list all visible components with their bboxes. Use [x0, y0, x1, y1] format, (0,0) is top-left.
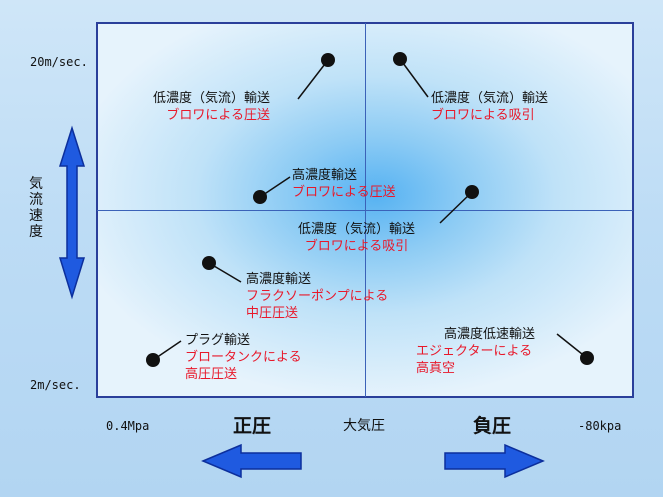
x-axis-left-label: 0.4Mpa	[106, 419, 150, 433]
leader-line-p4	[439, 191, 473, 224]
vertical-double-arrow	[58, 125, 86, 300]
x-axis-center-label: 大気圧	[343, 418, 385, 434]
caption-p6-line1: プラグ輸送	[185, 333, 251, 348]
point-p7	[580, 351, 594, 365]
caption-p1-line1: 低濃度（気流）輸送	[153, 91, 271, 106]
left-arrow	[201, 443, 302, 479]
x-axis-right-label: -80kpa	[578, 419, 622, 433]
caption-p2-line1: 低濃度（気流）輸送	[431, 91, 549, 106]
right-arrow	[444, 443, 545, 479]
caption-p7-line2: エジェクターによる	[416, 344, 533, 359]
caption-p4-line2: ブロワによる吸引	[304, 239, 409, 254]
caption-p3: 高濃度輸送 ブロワによる圧送	[292, 167, 396, 201]
leader-line-p2	[399, 58, 429, 98]
caption-p2: 低濃度（気流）輸送 ブロワによる吸引	[431, 90, 548, 124]
caption-p3-line2: ブロワによる圧送	[292, 185, 396, 200]
negative-pressure-label: 負圧	[473, 415, 512, 437]
y-axis-top-label: 20m/sec.	[30, 55, 88, 69]
caption-p5-line2: フラクソーポンプによる	[246, 289, 389, 304]
horizontal-divider	[97, 210, 633, 211]
caption-p6-line3: 高圧圧送	[185, 367, 238, 382]
point-p3	[253, 190, 267, 204]
point-p5	[202, 256, 216, 270]
caption-p7-line3: 高真空	[416, 361, 456, 376]
caption-p7-line1: 高濃度低速輸送	[444, 327, 536, 342]
caption-p1: 低濃度（気流）輸送 ブロワによる圧送	[153, 90, 270, 124]
caption-p2-line2: ブロワによる吸引	[431, 108, 535, 123]
y-axis-bottom-label: 2m/sec.	[30, 378, 81, 392]
caption-p6-line2: ブロータンクによる	[185, 350, 302, 365]
caption-p1-line2: ブロワによる圧送	[166, 108, 271, 123]
positive-pressure-label: 正圧	[233, 415, 272, 437]
caption-p3-line1: 高濃度輸送	[292, 168, 358, 183]
caption-p5-line1: 高濃度輸送	[246, 272, 312, 287]
caption-p7: 高濃度低速輸送 エジェクターによる 高真空	[416, 326, 535, 377]
caption-p5: 高濃度輸送 フラクソーポンプによる 中圧圧送	[246, 271, 388, 322]
caption-p6: プラグ輸送 ブロータンクによる 高圧圧送	[185, 332, 302, 383]
caption-p4: 低濃度（気流）輸送 ブロワによる吸引	[298, 221, 415, 255]
point-p1	[321, 53, 335, 67]
caption-p4-line1: 低濃度（気流）輸送	[298, 222, 416, 237]
leader-line-p1	[297, 59, 329, 100]
y-axis-title: 気流速度	[29, 176, 43, 240]
point-p4	[465, 185, 479, 199]
point-p2	[393, 52, 407, 66]
point-p6	[146, 353, 160, 367]
caption-p5-line3: 中圧圧送	[246, 306, 299, 321]
